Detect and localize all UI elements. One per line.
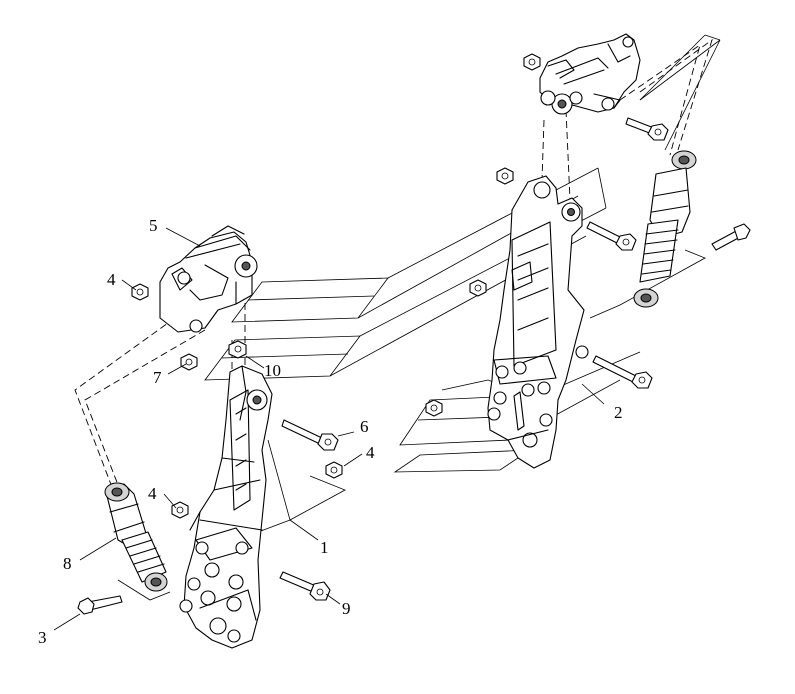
right-bracket-part-2 [487, 175, 589, 469]
callout-4-middle: 4 [366, 443, 375, 462]
callout-labels: 5 4 7 10 6 4 4 1 8 3 9 2 [38, 216, 623, 647]
right-fasteners [425, 53, 751, 417]
callout-leaders [53, 227, 605, 631]
callout-5: 5 [149, 216, 158, 235]
assembly-dash-lines [74, 38, 713, 496]
callout-8: 8 [63, 554, 72, 573]
left-fasteners [131, 283, 247, 519]
section-plane-symbol [204, 167, 641, 473]
reference-lines [117, 34, 721, 601]
right-shock-absorber [633, 150, 697, 308]
callout-9: 9 [342, 599, 351, 618]
left-bracket-part-1 [179, 365, 273, 649]
left-shock-absorber-part-8 [104, 482, 168, 592]
callout-4-upper: 4 [107, 270, 116, 289]
callout-1: 1 [320, 538, 329, 557]
callout-10: 10 [264, 361, 281, 380]
left-latch-part-5 [159, 225, 258, 333]
right-latch [539, 33, 641, 115]
callout-4-lower: 4 [148, 484, 157, 503]
left-bolts [77, 419, 343, 615]
callout-3: 3 [38, 628, 47, 647]
callout-6: 6 [360, 417, 369, 436]
callout-7: 7 [153, 368, 162, 387]
callout-2: 2 [614, 403, 623, 422]
